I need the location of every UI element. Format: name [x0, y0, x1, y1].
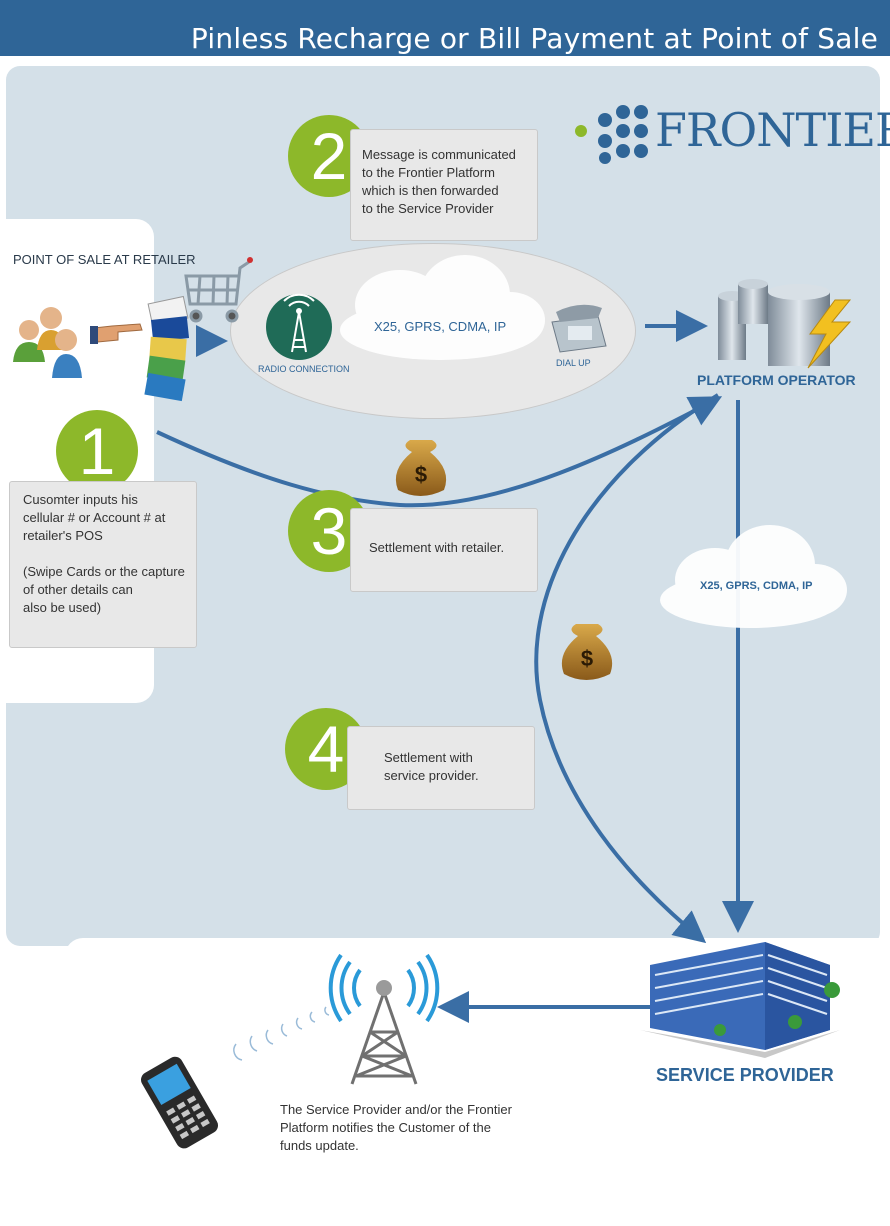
radio-tower-icon	[266, 293, 332, 360]
step-2-number: 2	[310, 119, 348, 193]
mobile-phone-icon	[141, 1056, 218, 1149]
step-1-number: 1	[78, 414, 116, 488]
settlement-retailer-arrow	[156, 396, 723, 508]
step-1-line: retailer's POS	[23, 528, 103, 543]
step-1-box: Cusomter inputs his cellular # or Accoun…	[9, 481, 197, 648]
step-3-number: 3	[310, 494, 348, 568]
cloud-icon	[340, 255, 545, 360]
step-4-box: Settlement with service provider.	[347, 726, 535, 810]
money-bag-icon: $	[395, 440, 447, 496]
step-4-line: service provider.	[384, 768, 479, 783]
page-title: Pinless Recharge or Bill Payment at Poin…	[190, 22, 878, 55]
step-2-line: to the Frontier Platform	[362, 165, 495, 180]
step-1-line	[23, 545, 196, 563]
settlement-provider-arrow	[534, 393, 720, 944]
step-3-line: Settlement with retailer.	[369, 540, 505, 555]
step-1-circle: 1	[56, 410, 138, 492]
flow-arrows	[156, 310, 754, 1023]
svg-text:$: $	[415, 462, 427, 487]
shopping-cart-icon	[184, 257, 253, 323]
step-1-line: also be used)	[23, 600, 102, 615]
network-protocols-label: X25, GPRS, CDMA, IP	[374, 319, 507, 334]
notification-line: The Service Provider and/or the Frontier	[280, 1102, 512, 1117]
pointing-hand-icon	[90, 323, 143, 344]
cell-tower-icon	[350, 980, 418, 1085]
people-icon	[13, 307, 82, 378]
step-1-line: Cusomter inputs his	[23, 492, 138, 507]
step-1-line: cellular # or Account # at	[23, 510, 166, 525]
platform-operator-label: PLATFORM OPERATOR	[697, 372, 856, 388]
service-provider-label: SERVICE PROVIDER	[656, 1065, 834, 1085]
logo-text: FRONTIER	[655, 103, 890, 157]
telephone-icon	[551, 304, 607, 353]
step-2-line: to the Service Provider	[362, 201, 494, 216]
signal-waves-icon	[328, 953, 440, 1023]
notification-text: The Service Provider and/or the Frontier…	[280, 1101, 512, 1155]
cloud2-protocols-label: X25, GPRS, CDMA, IP	[700, 580, 813, 592]
step-1-line: of other details can	[23, 582, 133, 597]
header-bar	[0, 0, 890, 56]
office-building-icon	[640, 942, 840, 1058]
step-2-line: which is then forwarded	[362, 183, 499, 198]
pos-label: POINT OF SALE AT RETAILER	[13, 252, 196, 267]
money-bag-icon: $	[561, 624, 613, 680]
step-2-line: Message is communicated	[362, 147, 516, 162]
svg-text:$: $	[581, 646, 593, 671]
step-4-number: 4	[307, 712, 345, 786]
signal-waves-icon	[233, 1006, 330, 1061]
step-3-box: Settlement with retailer.	[350, 508, 538, 592]
cloud-icon	[660, 525, 847, 628]
notification-line: Platform notifies the Customer of the	[280, 1120, 491, 1135]
step-4-line: Settlement with	[384, 750, 473, 765]
credit-cards-icon	[144, 295, 190, 402]
step-2-box: Message is communicated to the Frontier …	[350, 129, 538, 241]
database-server-icon	[718, 279, 852, 369]
notification-line: funds update.	[280, 1138, 359, 1153]
step-1-line: (Swipe Cards or the capture	[23, 564, 185, 579]
dialup-label: DIAL UP	[556, 358, 591, 368]
radio-connection-label: RADIO CONNECTION	[258, 364, 350, 374]
